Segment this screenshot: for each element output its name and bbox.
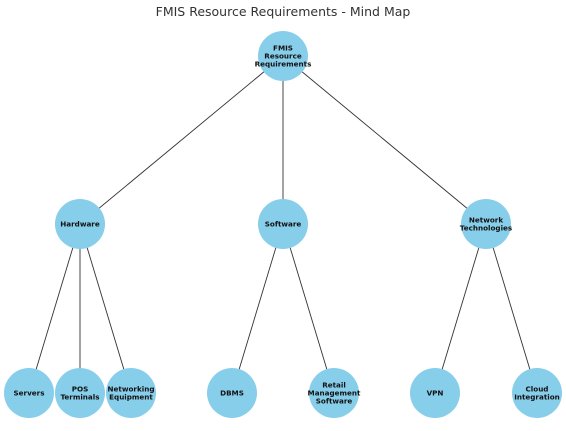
edge-software-retail [282, 223, 335, 394]
diagram-title: FMIS Resource Requirements - Mind Map [155, 4, 411, 19]
node-label-vpn: VPN [427, 389, 444, 398]
edge-hardware-netequip [79, 223, 132, 394]
node-label-netequip-line-2: Equipment [109, 393, 153, 402]
node-hardware: Hardware [55, 199, 105, 249]
node-label-software: Software [265, 220, 302, 229]
node-circle-retail [309, 368, 359, 418]
node-circle-dbms [207, 368, 257, 418]
node-label-pos-line-2: Terminals [60, 393, 99, 402]
node-label-dbms: DBMS [220, 389, 244, 398]
node-label-root-line-2: Resource [264, 52, 302, 61]
node-label-network-line-1: Network [469, 215, 503, 224]
edge-root-network [282, 55, 487, 225]
node-servers: Servers [4, 368, 54, 418]
edge-software-dbms [231, 223, 284, 394]
edge-network-vpn [434, 223, 487, 394]
edges-group [28, 55, 538, 394]
node-label-pos-line-1: POS [72, 384, 89, 393]
node-label-hardware: Hardware [60, 220, 100, 229]
node-circle-software [258, 199, 308, 249]
node-circle-netequip [106, 368, 156, 418]
node-label-network-line-2: Technologies [460, 224, 512, 233]
node-label-cloud-line-2: Integration [514, 393, 560, 402]
node-circle-pos [55, 368, 105, 418]
node-circle-vpn [410, 368, 460, 418]
node-dbms: DBMS [207, 368, 257, 418]
node-circle-servers [4, 368, 54, 418]
node-circle-hardware [55, 199, 105, 249]
node-label-netequip-line-1: Networking [108, 384, 155, 393]
node-label-root-line-1: FMIS [273, 43, 293, 52]
edge-hardware-servers [28, 223, 81, 394]
edge-network-cloud [485, 223, 538, 394]
node-label-retail-line-3: Software [316, 397, 353, 406]
node-label-servers: Servers [14, 389, 45, 398]
node-label-root-line-3: Requirements [255, 60, 312, 69]
node-label-retail-line-2: Management [308, 389, 361, 398]
node-label-retail-line-1: Retail [322, 380, 346, 389]
node-software: Software [258, 199, 308, 249]
node-circle-cloud [512, 368, 562, 418]
edge-root-hardware [79, 55, 284, 225]
node-label-cloud-line-1: Cloud [526, 384, 549, 393]
node-vpn: VPN [410, 368, 460, 418]
node-circle-root [258, 31, 308, 81]
node-circle-network [461, 199, 511, 249]
